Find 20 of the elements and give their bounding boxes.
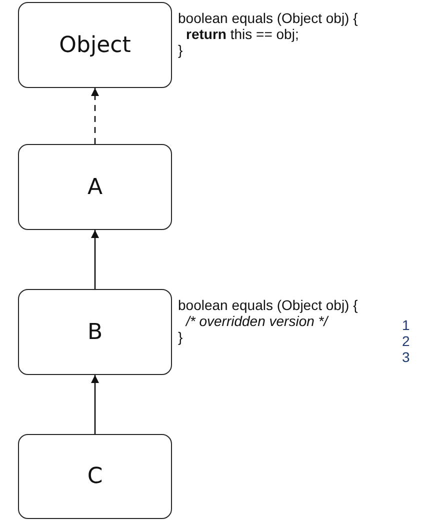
class-box bbox=[18, 144, 172, 230]
line-number: 2 bbox=[402, 333, 410, 349]
class-box bbox=[18, 289, 172, 375]
line-number: 1 bbox=[402, 317, 410, 333]
class-name: Object bbox=[59, 32, 131, 58]
code-line: /* overridden version */ bbox=[186, 313, 328, 329]
code-line: boolean equals (Object obj) { bbox=[178, 297, 358, 313]
class-box bbox=[18, 2, 172, 88]
class-name: A bbox=[87, 174, 103, 200]
arrow bbox=[91, 230, 99, 289]
line-number: 3 bbox=[402, 349, 410, 365]
code-line: boolean equals (Object obj) { bbox=[178, 10, 358, 26]
arrow bbox=[91, 88, 99, 144]
code-line: } bbox=[178, 329, 183, 345]
class-name: C bbox=[87, 464, 103, 489]
class-name: B bbox=[87, 320, 103, 344]
code-line: return this == obj; bbox=[186, 26, 299, 42]
arrow bbox=[91, 375, 99, 434]
class-box bbox=[18, 434, 172, 519]
code-line: } bbox=[178, 42, 183, 58]
